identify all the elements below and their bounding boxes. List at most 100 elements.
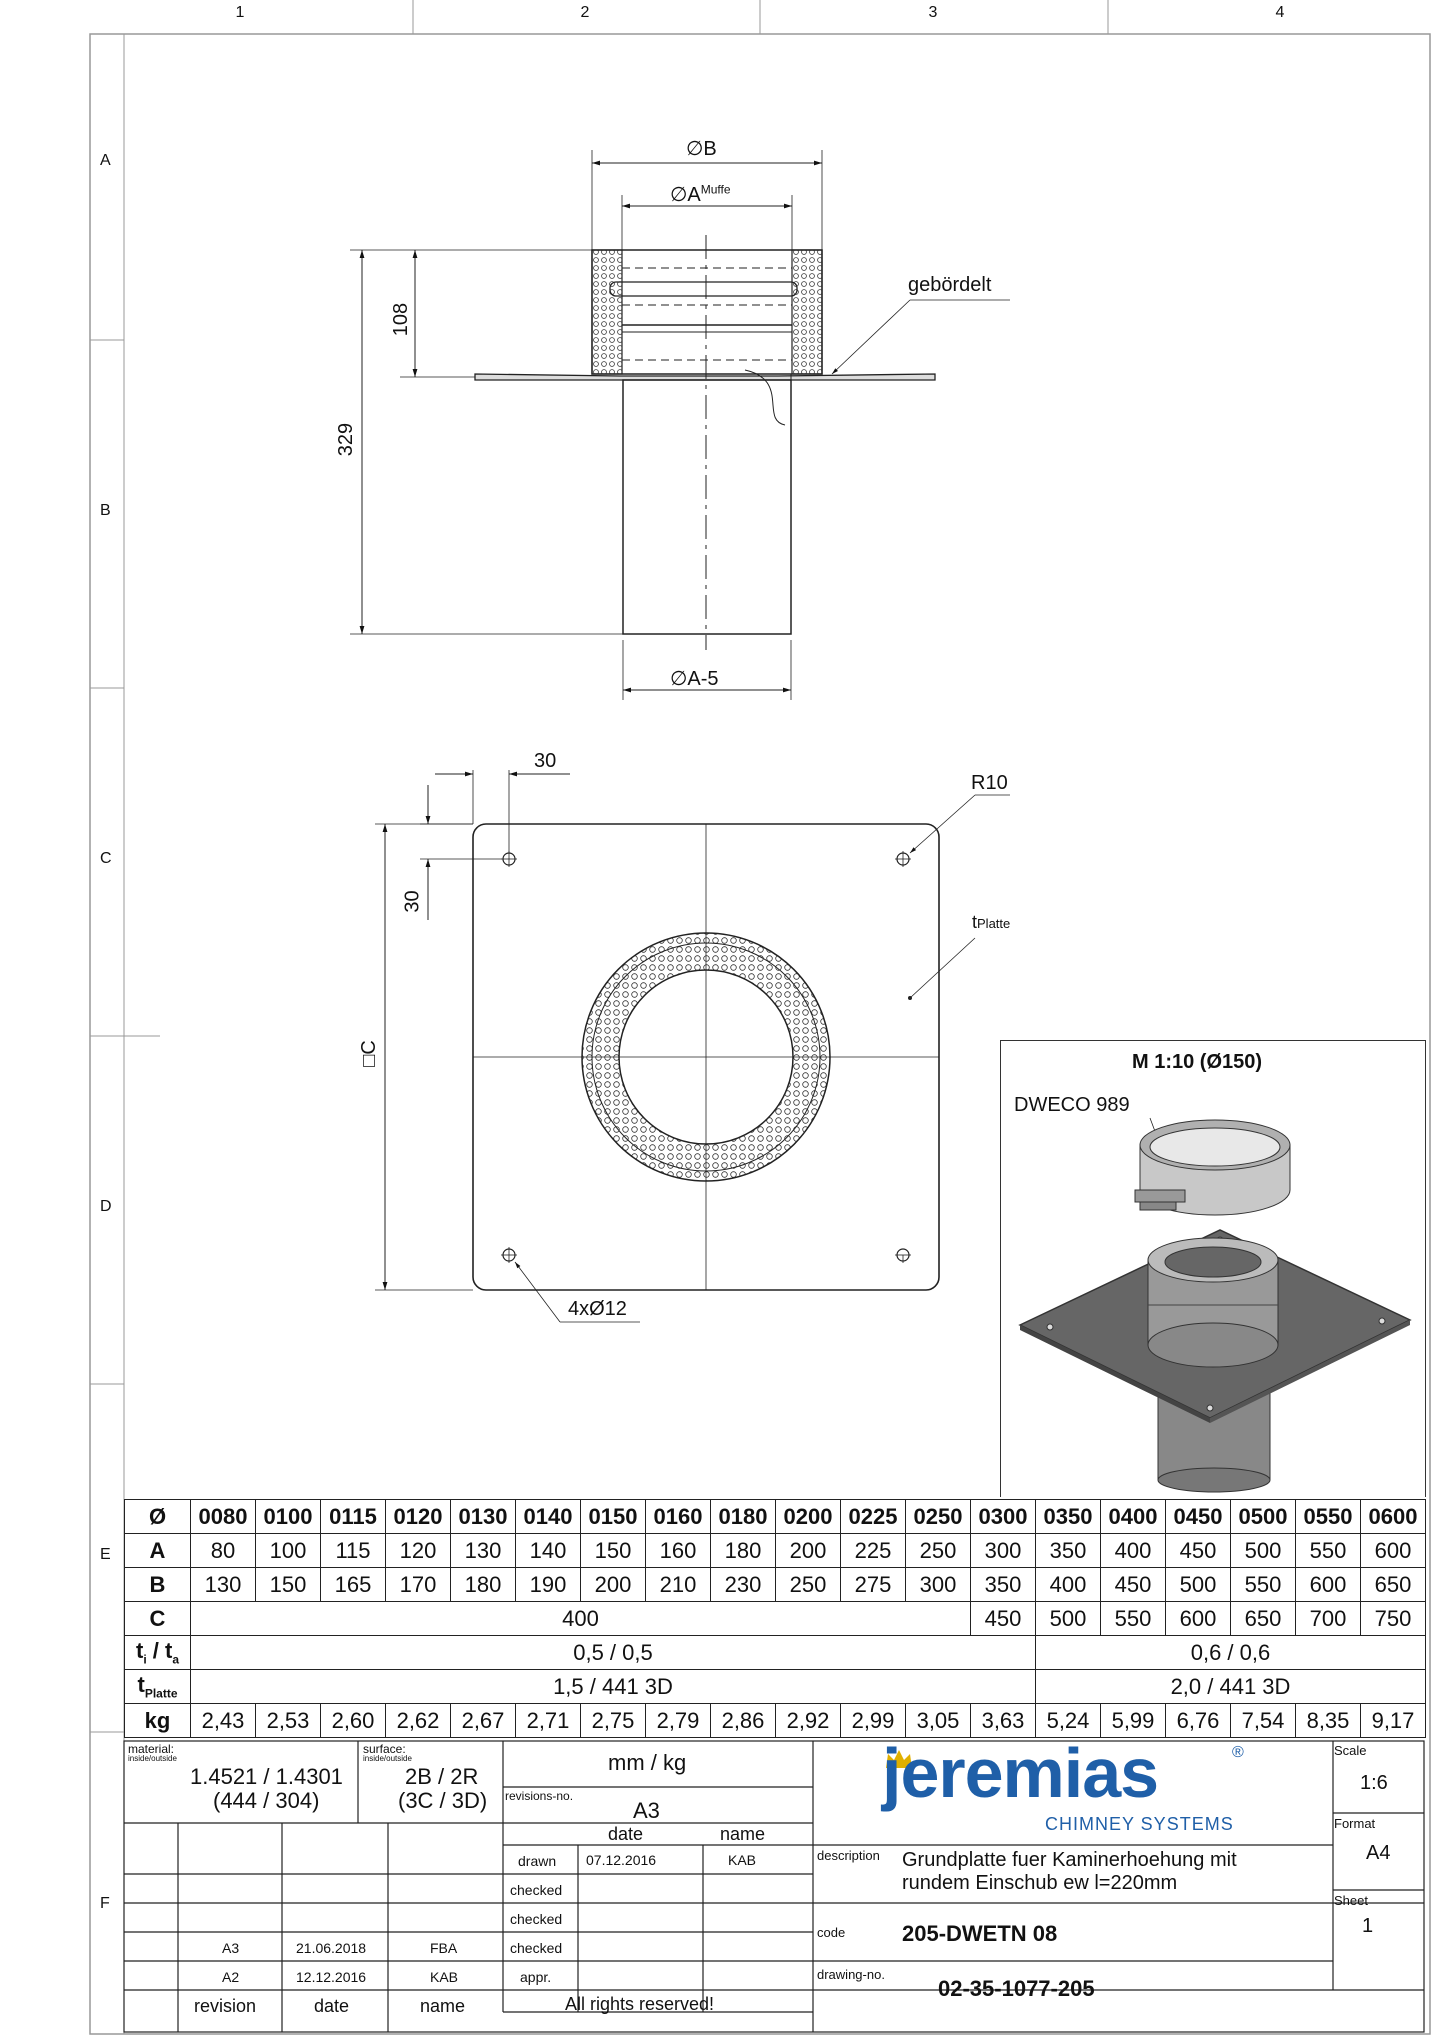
brand-logo: jeremias	[882, 1734, 1159, 1812]
rev-row-1-name: FBA	[430, 1940, 458, 1956]
name-col-header: name	[420, 1996, 466, 2016]
table-cell: 350	[1035, 1533, 1101, 1568]
side-view-drawing	[350, 150, 1010, 700]
t-sub-a: a	[172, 1652, 180, 1667]
rev-row-2-rev: A2	[222, 1969, 240, 1985]
header-cell: 0180	[710, 1499, 776, 1534]
dim-a-text: ∅A	[670, 184, 701, 206]
detail-clamp-label: DWECO 989	[1014, 1094, 1130, 1116]
checked-label-3: checked	[510, 1940, 563, 1956]
t-platte-label: tPlatte	[972, 912, 1010, 933]
table-cell: 2,53	[255, 1703, 321, 1738]
drawing-no-value: 02-35-1077-205	[938, 1976, 1095, 2001]
table-cell: 160	[645, 1533, 711, 1568]
header-cell: 0250	[905, 1499, 971, 1534]
table-cell: 230	[710, 1567, 776, 1602]
detail-3d-view	[1018, 1117, 1412, 1493]
header-cell: 0080	[190, 1499, 256, 1534]
zone-row-B: B	[100, 502, 111, 519]
revision-no: A3	[633, 1798, 660, 1823]
brand-reg: ®	[1232, 1744, 1244, 1761]
table-cell: 2,43	[190, 1703, 256, 1738]
table-cell: 2,75	[580, 1703, 646, 1738]
table-cell: 180	[710, 1533, 776, 1568]
table-cell: 200	[580, 1567, 646, 1602]
zone-col-1: 1	[235, 4, 245, 21]
table-cell: 600	[1295, 1567, 1361, 1602]
crown-icon	[886, 1750, 912, 1768]
header-cell: 0450	[1165, 1499, 1231, 1534]
material-line1: 1.4521 / 1.4301	[190, 1764, 343, 1789]
table-cell: 2,67	[450, 1703, 516, 1738]
table-cell: 2,71	[515, 1703, 581, 1738]
date-col-header: date	[314, 1996, 350, 2016]
table-cell: 650	[1360, 1567, 1426, 1602]
table-cell: 225	[840, 1533, 906, 1568]
format-value: A4	[1366, 1842, 1391, 1864]
checked-label-1: checked	[510, 1882, 563, 1898]
detail-view-box	[1000, 1040, 1426, 1497]
zone-col-4: 4	[1275, 4, 1285, 21]
table-row-c: C 400 450 500 550 600 650 700 750	[124, 1601, 1426, 1636]
table-cell: 550	[1230, 1567, 1296, 1602]
header-cell: 0140	[515, 1499, 581, 1534]
top-view-drawing	[375, 770, 1010, 1323]
surface-label: surface:	[363, 1742, 406, 1756]
table-cell: 500	[1035, 1601, 1101, 1636]
table-cell: 2,60	[320, 1703, 386, 1738]
row-label: ti / ta	[124, 1635, 191, 1670]
header-cell: 0160	[645, 1499, 711, 1534]
zone-row-F: F	[100, 1895, 110, 1912]
zone-row-A: A	[100, 152, 111, 169]
header-cell: 0225	[840, 1499, 906, 1534]
table-cell: 150	[255, 1567, 321, 1602]
header-cell: 0300	[970, 1499, 1036, 1534]
table-cell: 170	[385, 1567, 451, 1602]
material-sub: inside/outside	[128, 1754, 177, 1763]
table-cell: 80	[190, 1533, 256, 1568]
tp-sub: Platte	[144, 1686, 178, 1701]
t-main: t	[135, 1638, 144, 1664]
table-cell-span: 1,5 / 441 3D	[190, 1669, 1036, 1704]
table-cell: 300	[970, 1533, 1036, 1568]
zone-col-3: 3	[928, 4, 938, 21]
table-row-a: A 80 100 115 120 130 140 150 160 180 200…	[124, 1533, 1426, 1568]
code-label: code	[817, 1925, 846, 1940]
dim-a-label: ∅AMuffe	[670, 182, 731, 207]
description-line2: rundem Einschub ew l=220mm	[902, 1872, 1178, 1894]
table-cell: 450	[1100, 1567, 1166, 1602]
description-line1: Grundplatte fuer Kaminerhoehung mit	[902, 1849, 1237, 1871]
brand-sub: CHIMNEY SYSTEMS	[1045, 1814, 1234, 1834]
revisions-label: revisions-no.	[505, 1789, 574, 1803]
table-cell: 180	[450, 1567, 516, 1602]
table-cell: 5,24	[1035, 1703, 1101, 1738]
surface-sub: inside/outside	[363, 1754, 412, 1763]
table-cell: 2,62	[385, 1703, 451, 1738]
revision-col-header: revision	[194, 1996, 257, 2016]
appr-label: appr.	[520, 1969, 552, 1985]
header-cell: 0350	[1035, 1499, 1101, 1534]
header-cell: 0600	[1360, 1499, 1426, 1534]
rev-row-2-date: 12.12.2016	[296, 1969, 367, 1985]
holes-label: 4xØ12	[568, 1298, 627, 1320]
rev-row-1-rev: A3	[222, 1940, 240, 1956]
t-platte-sub: Platte	[977, 916, 1011, 931]
rev-row-1-date: 21.06.2018	[296, 1940, 367, 1956]
sheet-value: 1	[1362, 1915, 1374, 1937]
table-cell: 2,86	[710, 1703, 776, 1738]
rev-row-2-name: KAB	[430, 1969, 459, 1985]
row-label: A	[124, 1533, 191, 1568]
radius-label: R10	[971, 772, 1008, 794]
dim-a-sup: Muffe	[700, 182, 731, 197]
table-cell: 350	[970, 1567, 1036, 1602]
drawn-label: drawn	[518, 1853, 557, 1869]
header-cell: 0100	[255, 1499, 321, 1534]
t-platte-main: t	[972, 912, 978, 932]
scale-label: Scale	[1334, 1743, 1367, 1758]
table-cell: 6,76	[1165, 1703, 1231, 1738]
table-cell: 7,54	[1230, 1703, 1296, 1738]
table-cell: 9,17	[1360, 1703, 1426, 1738]
zone-row-C: C	[100, 850, 112, 867]
zone-row-E: E	[100, 1546, 111, 1563]
